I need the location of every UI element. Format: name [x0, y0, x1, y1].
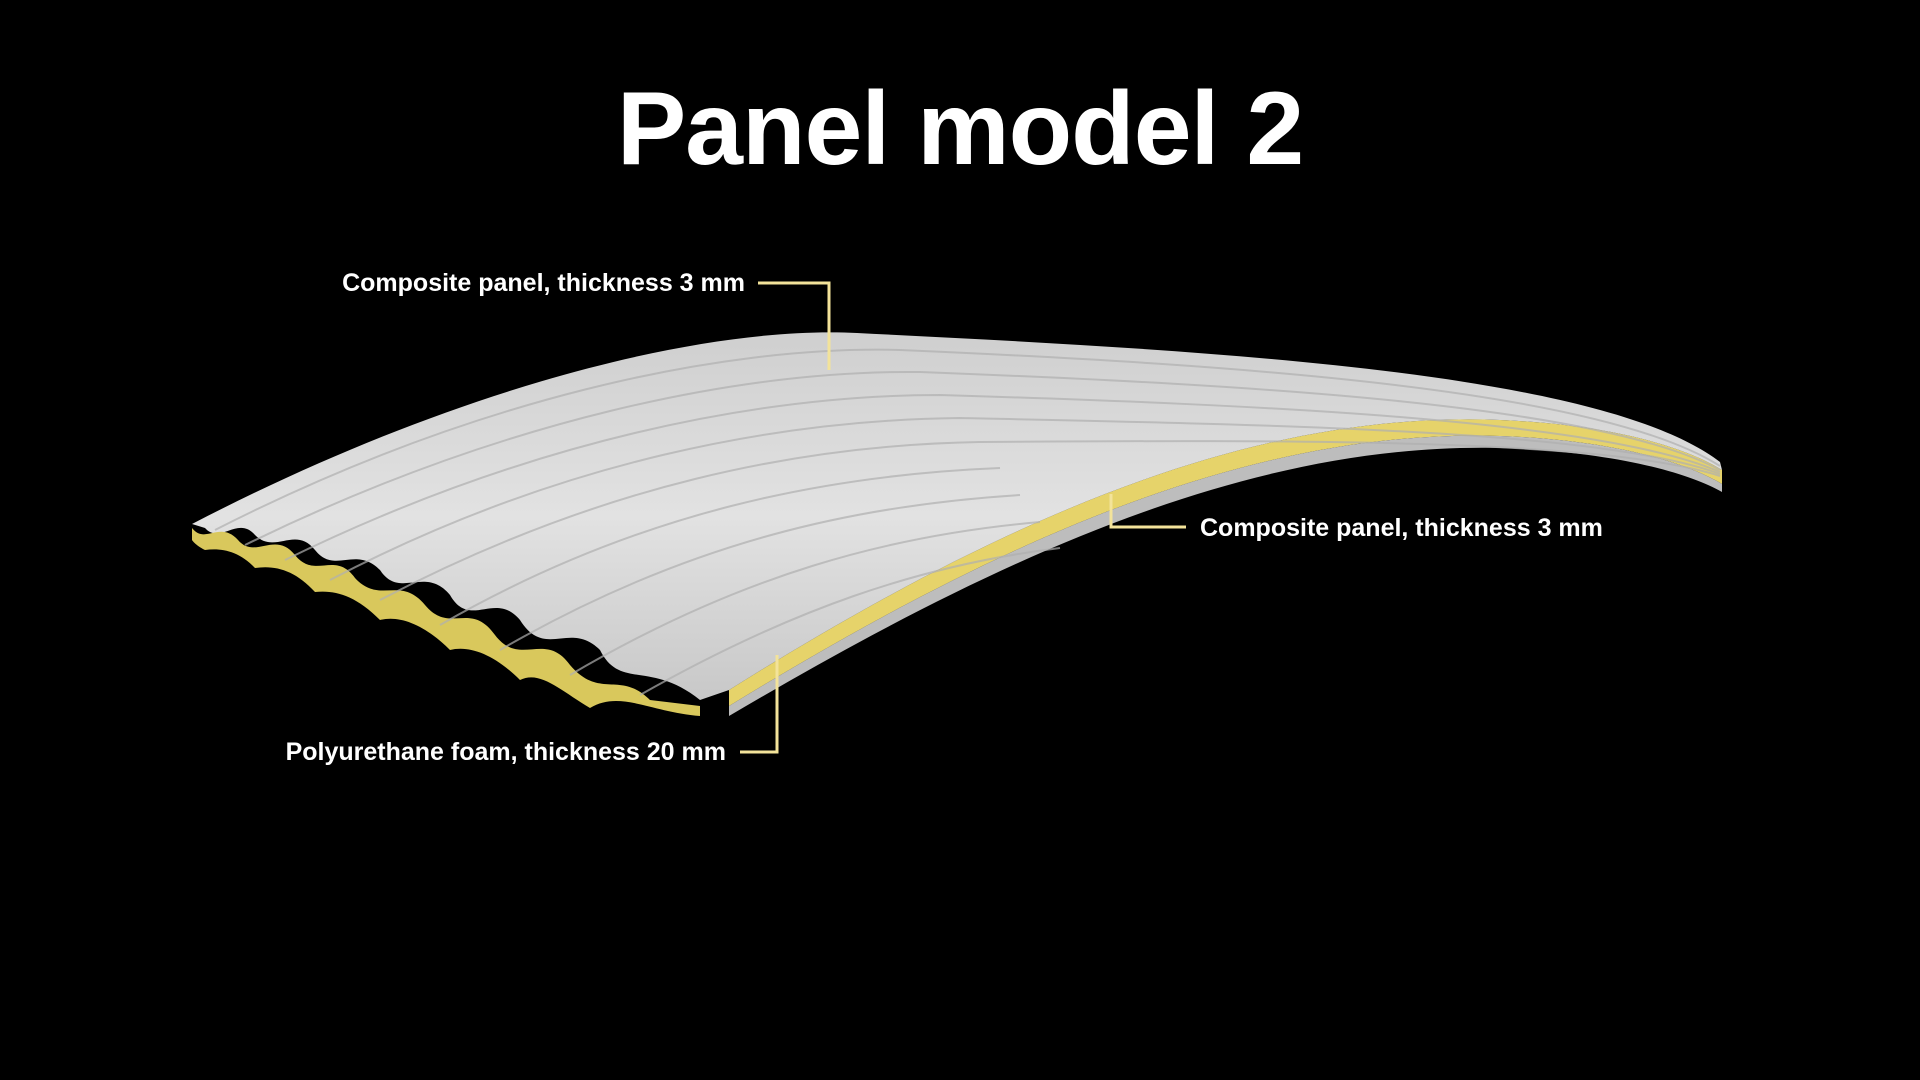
leader-line-foam	[740, 655, 779, 754]
label-top-composite-panel: Composite panel, thickness 3 mm	[342, 269, 745, 297]
label-polyurethane-foam: Polyurethane foam, thickness 20 mm	[285, 738, 726, 766]
leader-line-bottom-right	[1109, 494, 1186, 529]
label-bottom-composite-panel: Composite panel, thickness 3 mm	[1200, 514, 1603, 542]
foam-layer	[729, 419, 1722, 706]
leader-line-top	[758, 281, 831, 370]
top-composite-surface	[192, 332, 1722, 700]
page-title: Panel model 2	[616, 71, 1304, 187]
corrugation-ridges	[214, 348, 1721, 696]
